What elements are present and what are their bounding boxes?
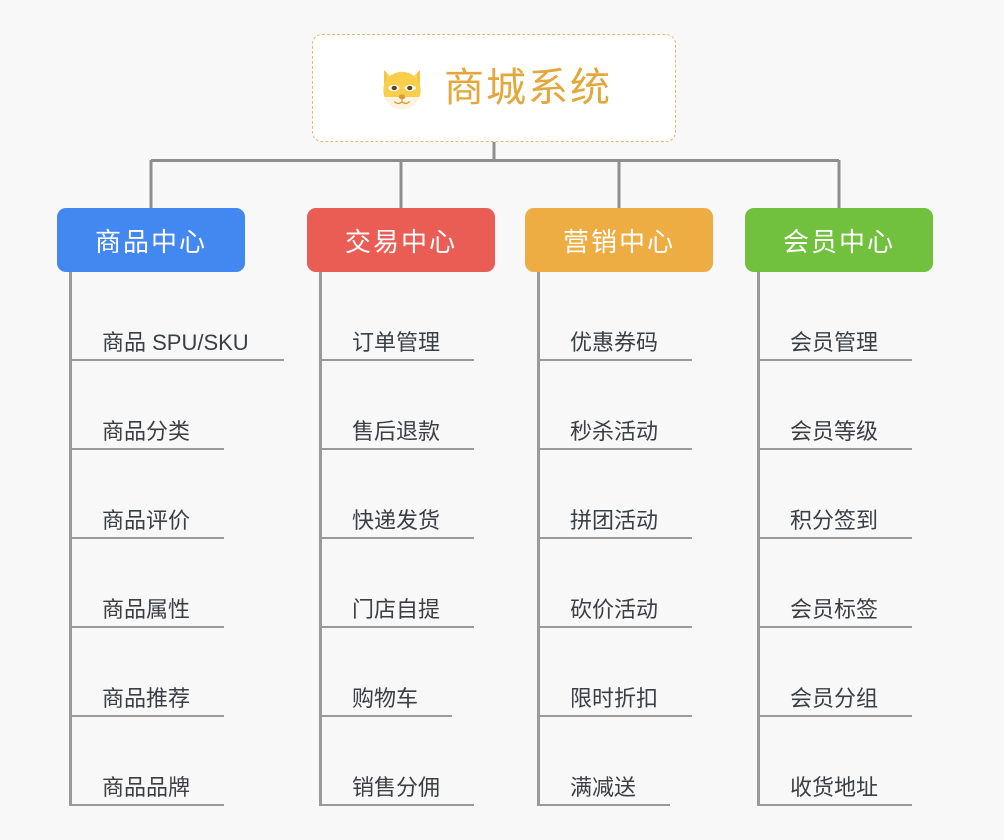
leaf-item[interactable]: 销售分佣 xyxy=(322,717,495,806)
leaf-label: 商品分类 xyxy=(102,418,191,444)
leaf-label: 拼团活动 xyxy=(570,507,659,533)
leaf-item[interactable]: 会员等级 xyxy=(760,361,933,450)
leaf-label: 销售分佣 xyxy=(352,774,441,800)
leaf-underline xyxy=(540,359,692,361)
leaf-underline xyxy=(760,626,912,628)
leaf-item[interactable]: 优惠券码 xyxy=(540,272,713,361)
shiba-dog-icon xyxy=(383,70,421,110)
leaf-label: 商品属性 xyxy=(102,596,191,622)
leaf-label: 商品评价 xyxy=(102,507,191,533)
leaf-underline xyxy=(760,359,912,361)
leaf-item[interactable]: 砍价活动 xyxy=(540,539,713,628)
leaf-underline xyxy=(760,715,912,717)
leaf-label: 商品品牌 xyxy=(102,774,191,800)
leaf-item[interactable]: 商品分类 xyxy=(72,361,245,450)
root-node[interactable]: 商城系统 xyxy=(312,34,676,142)
leaf-label: 积分签到 xyxy=(790,507,879,533)
leaf-label: 收货地址 xyxy=(790,774,879,800)
branch-column-3: 会员中心 会员管理 会员等级 积分签到 会员标签 会员分组 xyxy=(745,208,933,806)
leaf-item[interactable]: 积分签到 xyxy=(760,450,933,539)
leaf-label: 门店自提 xyxy=(352,596,441,622)
leaf-underline xyxy=(540,448,692,450)
leaf-list-3: 会员管理 会员等级 积分签到 会员标签 会员分组 收货地址 xyxy=(757,272,933,806)
leaf-label: 商品推荐 xyxy=(102,685,191,711)
leaf-underline xyxy=(322,537,474,539)
leaf-item[interactable]: 订单管理 xyxy=(322,272,495,361)
leaf-label: 会员分组 xyxy=(790,685,879,711)
leaf-label: 会员管理 xyxy=(790,329,879,355)
leaf-list-0: 商品 SPU/SKU 商品分类 商品评价 商品属性 商品推荐 商品品牌 xyxy=(69,272,284,806)
leaf-underline xyxy=(760,537,912,539)
leaf-label: 限时折扣 xyxy=(570,685,659,711)
branch-header-0[interactable]: 商品中心 xyxy=(57,208,245,272)
leaf-item[interactable]: 商品属性 xyxy=(72,539,245,628)
leaf-label: 购物车 xyxy=(352,685,419,711)
leaf-item[interactable]: 门店自提 xyxy=(322,539,495,628)
leaf-underline xyxy=(322,359,474,361)
leaf-label: 秒杀活动 xyxy=(570,418,659,444)
branch-column-0: 商品中心 商品 SPU/SKU 商品分类 商品评价 商品属性 商品推荐 xyxy=(57,208,284,806)
leaf-item[interactable]: 购物车 xyxy=(322,628,495,717)
leaf-item[interactable]: 商品推荐 xyxy=(72,628,245,717)
leaf-label: 会员等级 xyxy=(790,418,879,444)
leaf-underline xyxy=(540,537,692,539)
leaf-label: 砍价活动 xyxy=(570,596,659,622)
leaf-list-2: 优惠券码 秒杀活动 拼团活动 砍价活动 限时折扣 满减送 xyxy=(537,272,713,806)
leaf-underline xyxy=(72,359,284,361)
leaf-underline xyxy=(72,715,224,717)
leaf-label: 商品 SPU/SKU xyxy=(102,329,249,355)
leaf-list-1: 订单管理 售后退款 快递发货 门店自提 购物车 销售分佣 xyxy=(319,272,495,806)
leaf-item[interactable]: 满减送 xyxy=(540,717,713,806)
leaf-underline xyxy=(540,715,692,717)
branch-header-1[interactable]: 交易中心 xyxy=(307,208,495,272)
branch-header-2[interactable]: 营销中心 xyxy=(525,208,713,272)
leaf-item[interactable]: 商品 SPU/SKU xyxy=(72,272,284,361)
leaf-label: 优惠券码 xyxy=(570,329,659,355)
leaf-underline xyxy=(322,626,474,628)
leaf-item[interactable]: 商品品牌 xyxy=(72,717,245,806)
leaf-underline xyxy=(322,448,474,450)
leaf-item[interactable]: 售后退款 xyxy=(322,361,495,450)
leaf-underline xyxy=(72,537,224,539)
leaf-underline xyxy=(760,448,912,450)
leaf-underline xyxy=(72,626,224,628)
branch-header-3[interactable]: 会员中心 xyxy=(745,208,933,272)
leaf-item[interactable]: 拼团活动 xyxy=(540,450,713,539)
leaf-underline xyxy=(322,804,474,806)
leaf-underline xyxy=(540,804,670,806)
leaf-underline xyxy=(72,804,224,806)
leaf-item[interactable]: 会员管理 xyxy=(760,272,933,361)
leaf-item[interactable]: 商品评价 xyxy=(72,450,245,539)
branch-column-2: 营销中心 优惠券码 秒杀活动 拼团活动 砍价活动 限时折扣 xyxy=(525,208,713,806)
leaf-label: 快递发货 xyxy=(352,507,441,533)
leaf-item[interactable]: 快递发货 xyxy=(322,450,495,539)
leaf-label: 订单管理 xyxy=(352,329,441,355)
leaf-underline xyxy=(322,715,452,717)
leaf-item[interactable]: 收货地址 xyxy=(760,717,933,806)
leaf-label: 会员标签 xyxy=(790,596,879,622)
leaf-underline xyxy=(760,804,912,806)
leaf-underline xyxy=(72,448,224,450)
branch-column-1: 交易中心 订单管理 售后退款 快递发货 门店自提 购物车 xyxy=(307,208,495,806)
root-title: 商城系统 xyxy=(444,66,612,110)
leaf-item[interactable]: 限时折扣 xyxy=(540,628,713,717)
leaf-label: 满减送 xyxy=(570,774,637,800)
leaf-underline xyxy=(540,626,692,628)
leaf-label: 售后退款 xyxy=(352,418,441,444)
leaf-item[interactable]: 会员分组 xyxy=(760,628,933,717)
leaf-item[interactable]: 会员标签 xyxy=(760,539,933,628)
leaf-item[interactable]: 秒杀活动 xyxy=(540,361,713,450)
